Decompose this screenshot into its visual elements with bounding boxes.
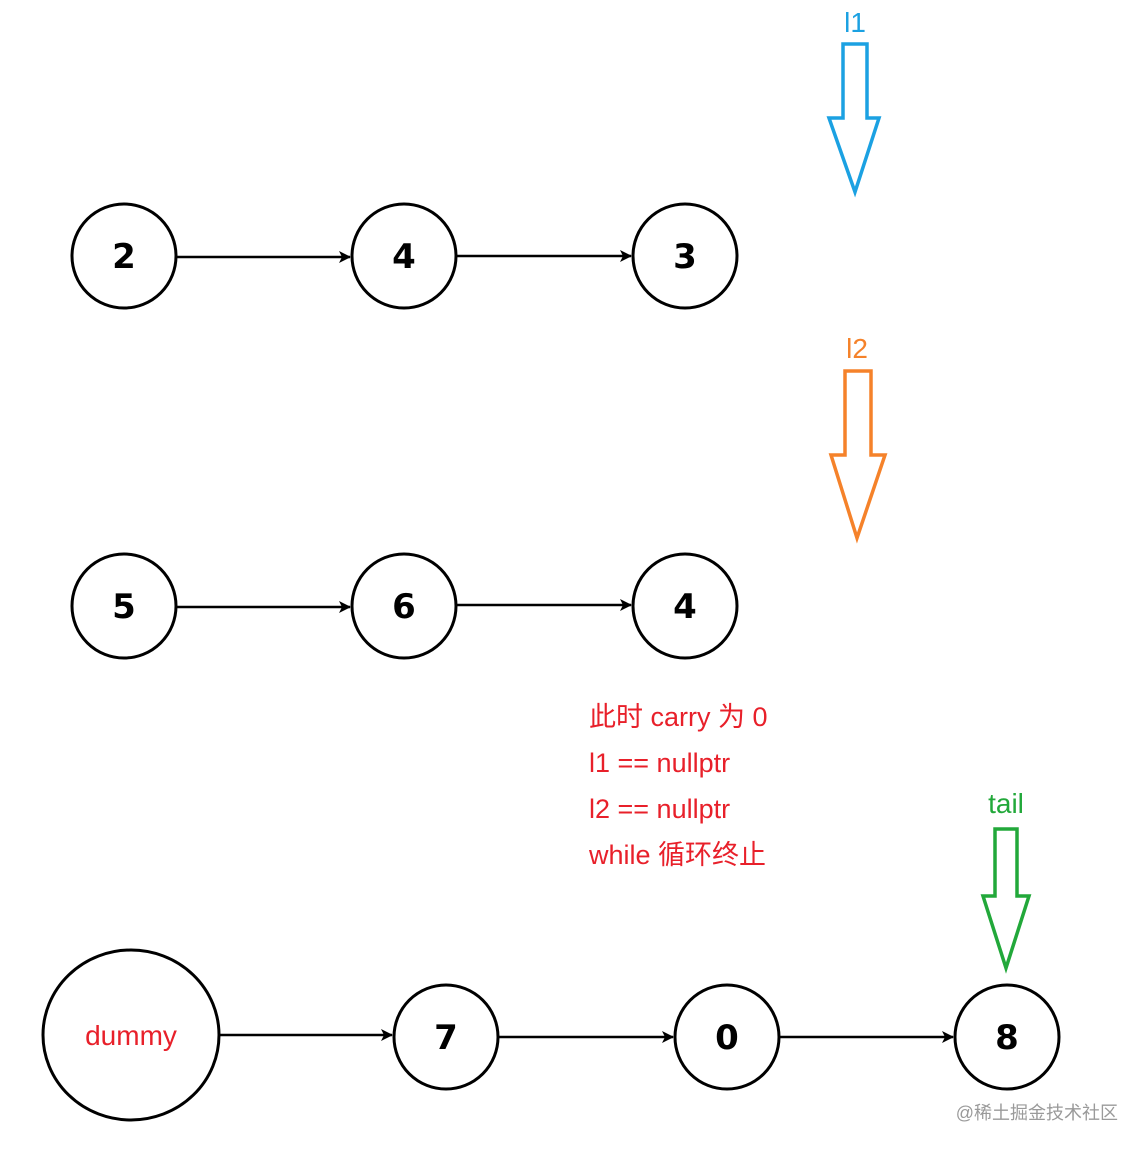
loop-status-note: 此时 carry 为 0 l1 == nullptr l2 == nullptr… [588,702,768,870]
note-line: 此时 carry 为 0 [589,702,768,732]
node-circle [70,202,178,310]
node-circle [953,983,1061,1091]
node-circle [350,552,458,660]
node-value: 5 [112,587,136,627]
node-value: 4 [673,587,697,627]
node-value: 4 [392,237,416,277]
node-circle [350,202,458,310]
node-circle [631,202,739,310]
dummy-node-label: dummy [85,1020,177,1051]
down-arrow-icon [826,42,882,198]
pointer-tail: tail [980,788,1032,974]
pointer-label: tail [988,788,1024,819]
node-value: 3 [673,237,697,277]
note-line: l2 == nullptr [589,794,730,824]
node-value: 6 [392,587,416,627]
pointer-label: l1 [844,7,866,38]
node-value: 0 [715,1018,739,1058]
node-circle [392,983,500,1091]
down-arrow-icon [828,369,888,544]
node-circle [673,983,781,1091]
pointer-l1: l1 [826,7,882,198]
pointer-l2: l2 [828,333,888,544]
node-value: 7 [434,1018,458,1058]
node-value: 8 [995,1018,1019,1058]
dummy-node-circle [41,948,221,1122]
node-circle [70,552,178,660]
list-l1: 2 4 3 [70,202,739,310]
watermark: @稀土掘金技术社区 [956,1103,1118,1123]
node-value: 2 [112,237,136,277]
node-circle [631,552,739,660]
list-l2: 5 6 4 [70,552,739,660]
result-list: dummy 7 0 8 [41,948,1061,1122]
note-line: l1 == nullptr [589,748,730,778]
note-line: while 循环终止 [588,840,766,870]
pointer-label: l2 [846,333,868,364]
down-arrow-icon [980,827,1032,974]
